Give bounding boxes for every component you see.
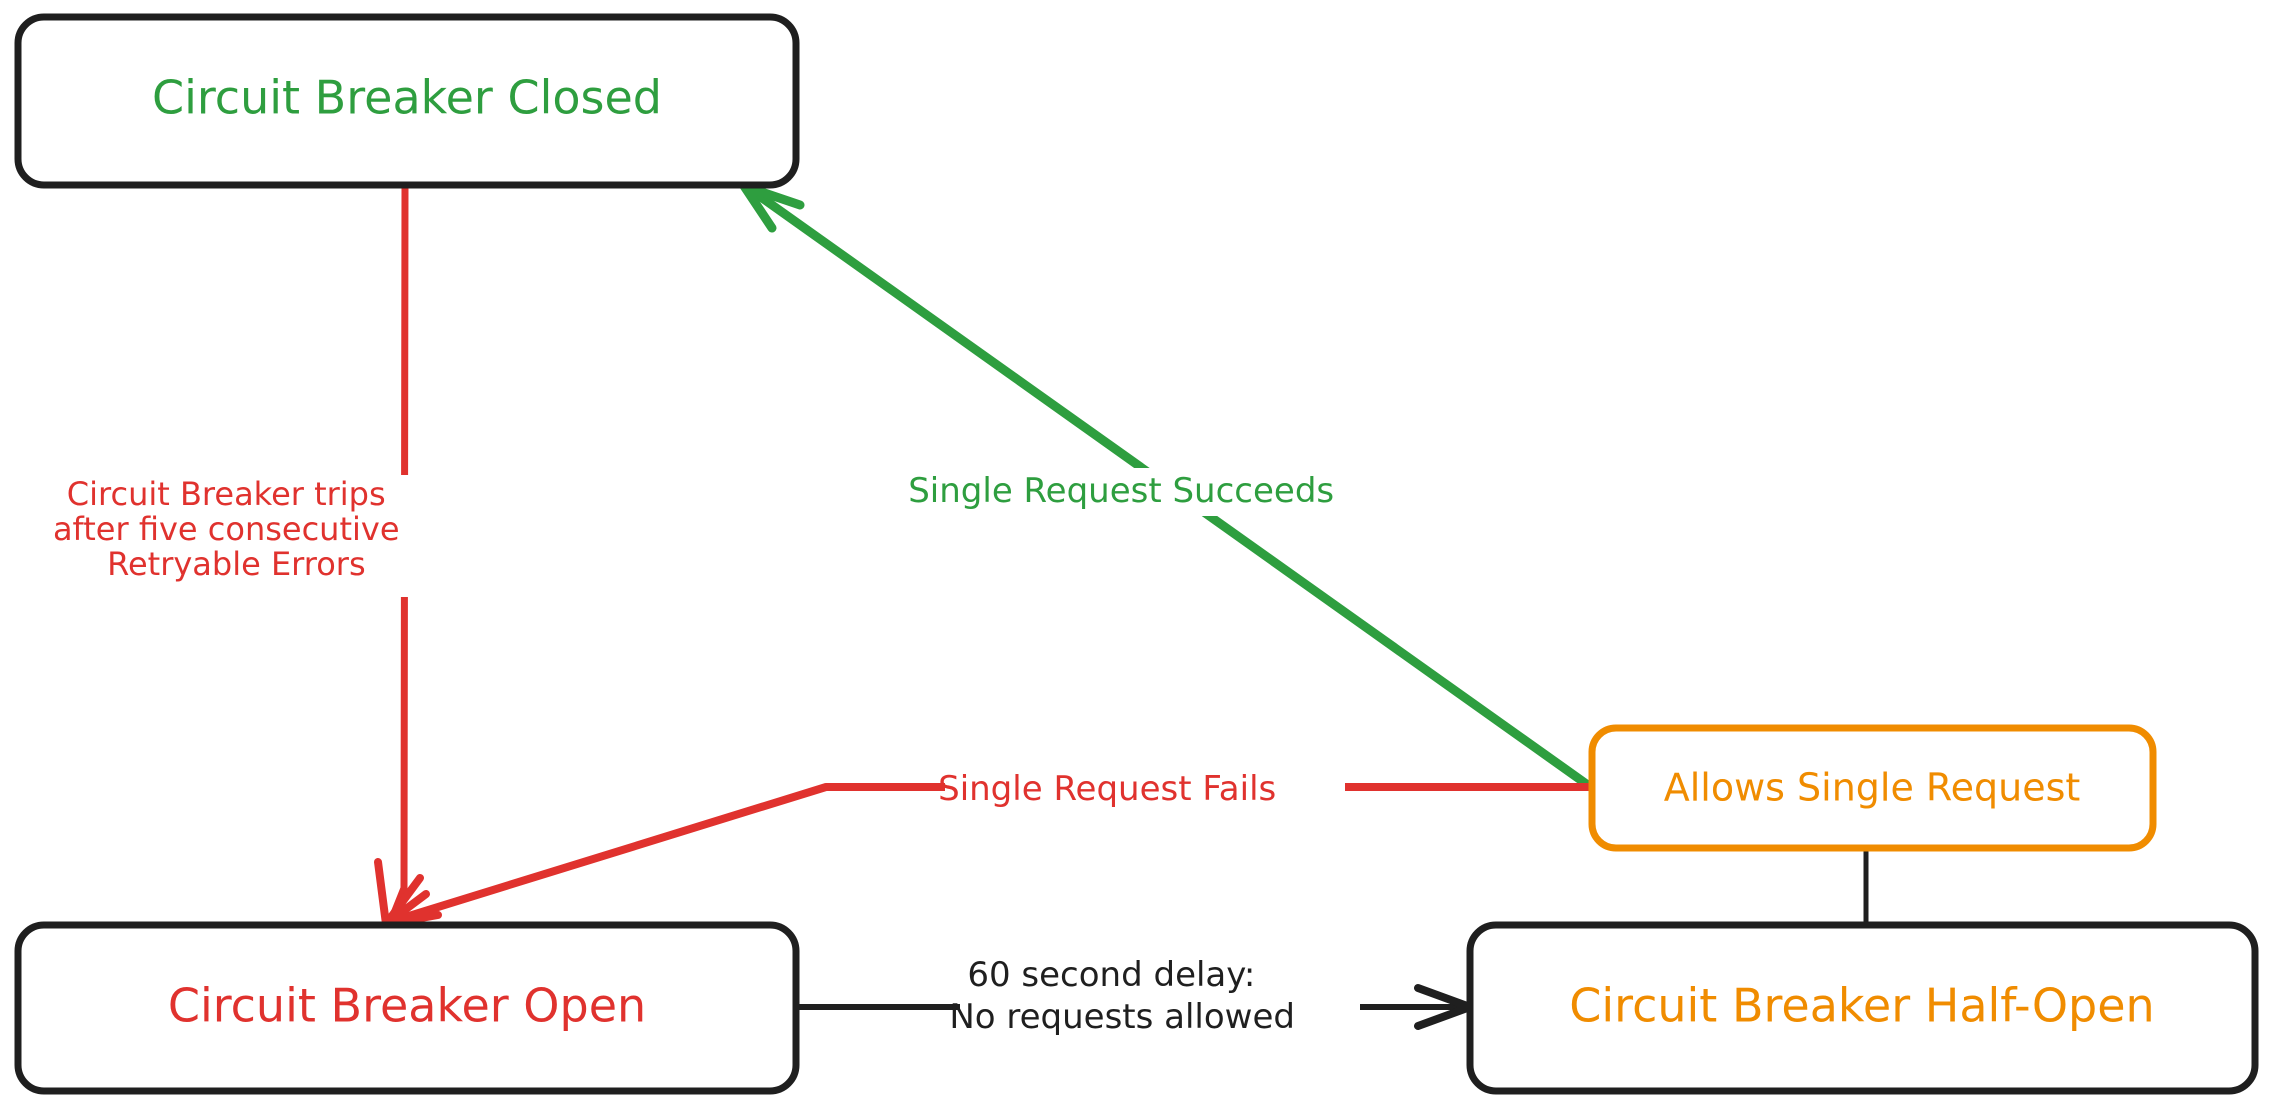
node-half-open-box[interactable] [1466, 921, 2259, 1095]
edge-label-open-to-half-open-text: 60 second delay: No requests allowed [949, 955, 1370, 1037]
edge-label-line: No requests allowed [949, 997, 1295, 1037]
edge-label-line: Single Request Fails [938, 769, 1276, 809]
node-allows-box[interactable] [1588, 724, 2157, 852]
edge-label-line: Retryable Errors [107, 545, 365, 583]
edge-label-closed-to-open-text: Circuit Breaker trips after five consecu… [53, 475, 491, 583]
node-closed-label: Circuit Breaker Closed [152, 71, 662, 125]
node-circuit-breaker-half-open[interactable]: Circuit Breaker Half-Open [1466, 921, 2259, 1095]
node-closed-box[interactable] [14, 13, 800, 189]
arrowhead-allows-to-closed [739, 181, 805, 233]
edge-label-closed-to-open: Circuit Breaker trips after five consecu… [53, 475, 491, 597]
edge-label-closed-to-open-bg [100, 475, 450, 597]
edge-open-to-half-open [795, 984, 1474, 1030]
edge-label-line: Circuit Breaker trips [67, 475, 386, 513]
edge-label-allows-to-closed: Single Request Succeeds [908, 468, 1410, 516]
edge-label-line: Single Request Succeeds [908, 471, 1334, 511]
edge-label-line: 60 second delay: [967, 955, 1255, 995]
edge-allows-to-open-left [392, 783, 950, 924]
node-circuit-breaker-closed[interactable]: Circuit Breaker Closed [14, 13, 800, 189]
node-open-label: Circuit Breaker Open [168, 979, 646, 1033]
edge-label-line: after five consecutive [53, 510, 400, 548]
node-open-box[interactable] [14, 921, 800, 1095]
edge-label-open-to-half-open-bg [960, 948, 1360, 1044]
edge-label-allows-to-closed-bg [910, 468, 1410, 516]
arrowhead-open-to-half-open [1414, 984, 1474, 1030]
edge-label-allows-to-open-text: Single Request Fails [938, 769, 1352, 809]
edge-label-allows-to-closed-text: Single Request Succeeds [908, 471, 1410, 511]
edge-label-allows-to-open: Single Request Fails [938, 768, 1352, 812]
edge-label-allows-to-open-bg [945, 768, 1345, 812]
node-allows-label: Allows Single Request [1664, 766, 2081, 810]
node-allows-single-request[interactable]: Allows Single Request [1588, 724, 2157, 852]
node-circuit-breaker-open[interactable]: Circuit Breaker Open [14, 921, 800, 1095]
node-half-open-label: Circuit Breaker Half-Open [1569, 979, 2154, 1033]
edge-label-open-to-half-open: 60 second delay: No requests allowed [949, 948, 1370, 1044]
